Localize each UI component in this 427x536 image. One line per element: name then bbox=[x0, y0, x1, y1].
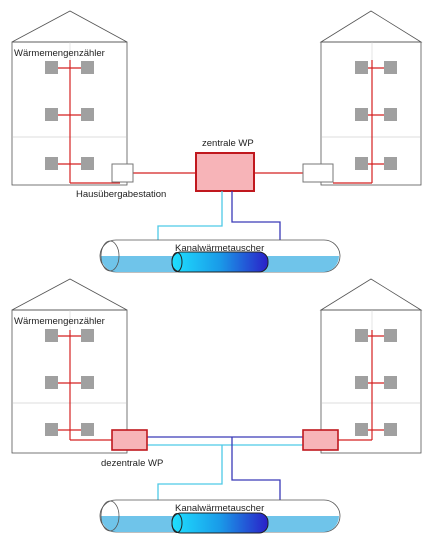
window bbox=[355, 423, 368, 436]
substation-right bbox=[302, 163, 334, 183]
window bbox=[81, 61, 94, 74]
window bbox=[81, 376, 94, 389]
right-building bbox=[319, 10, 423, 186]
window bbox=[45, 108, 58, 121]
window bbox=[81, 157, 94, 170]
exchanger-label: Kanalwärmetauscher bbox=[175, 503, 264, 514]
central-heat-pump bbox=[195, 152, 255, 192]
decentral-hp-label: dezentrale WP bbox=[101, 458, 163, 469]
exchanger-label: Kanalwärmetauscher bbox=[175, 243, 264, 254]
window bbox=[355, 108, 368, 121]
window bbox=[81, 108, 94, 121]
window bbox=[81, 329, 94, 342]
window bbox=[355, 329, 368, 342]
substation-label: Hausübergabestation bbox=[76, 189, 166, 200]
left-building bbox=[11, 278, 128, 454]
window bbox=[45, 423, 58, 436]
heat-meter-label: Wärmemengenzähler bbox=[14, 48, 105, 59]
heat-meter-label: Wärmemengenzähler bbox=[14, 316, 105, 327]
substation-left bbox=[111, 163, 134, 183]
window bbox=[384, 61, 397, 74]
window bbox=[384, 376, 397, 389]
window bbox=[45, 157, 58, 170]
window bbox=[384, 108, 397, 121]
window bbox=[355, 61, 368, 74]
top-panel: Wärmemengenzähler Hausübergabestation bbox=[11, 10, 423, 273]
window bbox=[355, 376, 368, 389]
decentral-heat-pump-right bbox=[302, 429, 339, 451]
window bbox=[355, 157, 368, 170]
window bbox=[384, 157, 397, 170]
heat-exchanger-top bbox=[171, 251, 269, 273]
window bbox=[45, 376, 58, 389]
right-building bbox=[319, 278, 423, 454]
decentral-heat-pump-left bbox=[111, 429, 148, 451]
heat-exchanger-bottom bbox=[171, 512, 269, 534]
window bbox=[384, 423, 397, 436]
window bbox=[45, 329, 58, 342]
window bbox=[45, 61, 58, 74]
window bbox=[81, 423, 94, 436]
central-hp-label: zentrale WP bbox=[202, 138, 254, 149]
bottom-panel: Wärmemengenzähler dezentrale WP bbox=[11, 278, 423, 534]
left-building bbox=[11, 10, 128, 186]
window bbox=[384, 329, 397, 342]
